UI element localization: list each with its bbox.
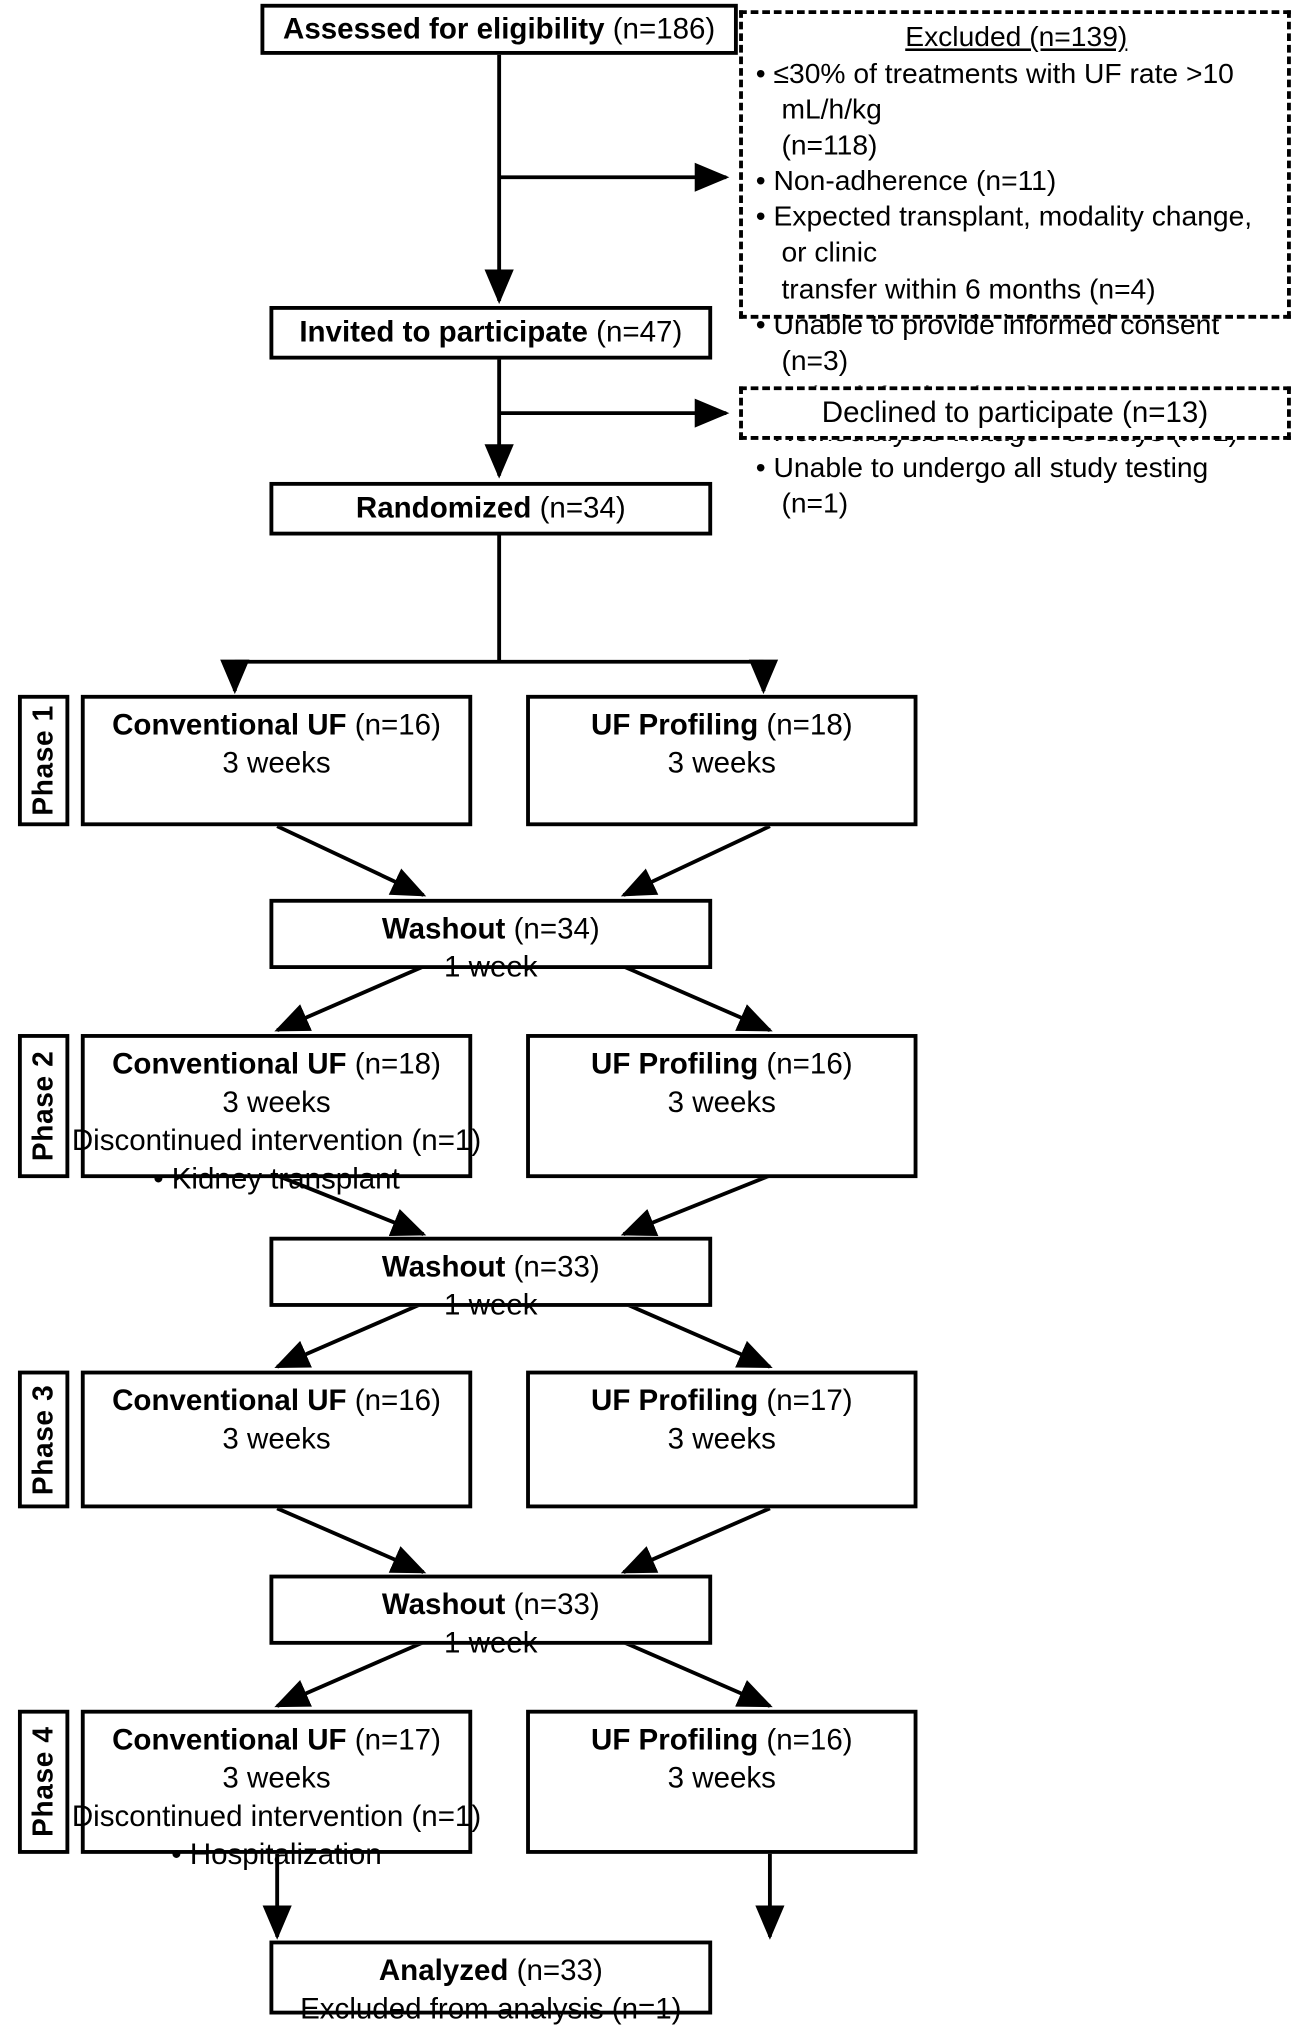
node-washout-3: Washout (n=33) 1 week bbox=[269, 1574, 713, 1659]
node-randomized: Randomized (n=34) bbox=[269, 481, 713, 536]
assessed-count: (n=186) bbox=[612, 11, 716, 45]
randomized-title: Randomized bbox=[355, 490, 532, 525]
phase2-right-duration: 3 weeks bbox=[667, 1084, 776, 1119]
phase1-right-duration: 3 weeks bbox=[667, 745, 776, 779]
node-phase3-conventional-uf: Conventional UF (n=16) 3 weeks bbox=[80, 1370, 473, 1509]
node-phase2-uf-profiling: UF Profiling (n=16) 3 weeks bbox=[526, 1034, 918, 1179]
node-phase4-conventional-uf: Conventional UF (n=17) 3 weeks Discontin… bbox=[72, 1709, 481, 1870]
phase4-left-duration: 3 weeks bbox=[222, 1760, 331, 1794]
node-phase2-conventional-uf: Conventional UF (n=18) 3 weeks Discontin… bbox=[72, 1034, 481, 1194]
node-invited-to-participate: Invited to participate (n=47) bbox=[269, 306, 713, 360]
phase3-right-title: UF Profiling bbox=[590, 1383, 759, 1417]
node-assessed-for-eligibility: Assessed for eligibility (n=186) bbox=[260, 3, 738, 55]
list-item: • ≤30% of treatments with UF rate >10 mL… bbox=[755, 56, 1234, 125]
phase4-right-title: UF Profiling bbox=[590, 1722, 759, 1756]
phase3-left-duration: 3 weeks bbox=[222, 1421, 331, 1455]
washout2-title: Washout bbox=[381, 1249, 506, 1283]
node-washout-1: Washout (n=34) 1 week bbox=[269, 898, 713, 983]
phase3-left-title: Conventional UF bbox=[112, 1383, 347, 1417]
node-washout-2: Washout (n=33) 1 week bbox=[269, 1236, 713, 1321]
phase-1-text: Phase 1 bbox=[26, 705, 60, 816]
invited-title: Invited to participate bbox=[299, 315, 588, 349]
list-item: • Non-adherence (n=11) bbox=[755, 164, 1057, 197]
washout2-count: (n=33) bbox=[513, 1249, 600, 1283]
node-declined-to-participate: Declined to participate (n=13) bbox=[739, 386, 1291, 440]
phase2-right-title: UF Profiling bbox=[590, 1046, 759, 1080]
list-item-continued: (n=118) bbox=[781, 128, 878, 161]
phase4-left-discontinued: Discontinued intervention (n=1) bbox=[71, 1798, 482, 1832]
phase4-left-reason: • Hospitalization bbox=[171, 1836, 382, 1871]
phase-label-4: Phase 4 bbox=[17, 1709, 70, 1854]
analyzed-title: Analyzed bbox=[378, 1953, 509, 1987]
list-item: • Unable to undergo all study testing (n… bbox=[755, 451, 1209, 520]
excluded-reason-list: • ≤30% of treatments with UF rate >10 mL… bbox=[756, 56, 1277, 523]
phase4-right-duration: 3 weeks bbox=[667, 1760, 776, 1794]
phase3-right-count: (n=17) bbox=[766, 1383, 853, 1417]
phase2-left-title: Conventional UF bbox=[112, 1046, 347, 1080]
phase2-left-duration: 3 weeks bbox=[222, 1084, 331, 1119]
washout1-title: Washout bbox=[381, 911, 506, 945]
node-excluded: Excluded (n=139) • ≤30% of treatments wi… bbox=[739, 10, 1291, 520]
phase4-left-title: Conventional UF bbox=[112, 1722, 347, 1756]
phase1-left-count: (n=16) bbox=[354, 707, 441, 741]
analyzed-excluded-line: Excluded from analysis (n=1) bbox=[300, 1991, 682, 2025]
phase1-left-duration: 3 weeks bbox=[222, 745, 331, 779]
phase-label-2: Phase 2 bbox=[17, 1034, 70, 1179]
declined-text: Declined to participate (n=13) bbox=[821, 395, 1209, 429]
phase2-left-discontinued: Discontinued intervention (n=1) bbox=[71, 1122, 482, 1157]
list-item: • Unable to provide informed consent (n=… bbox=[755, 308, 1220, 376]
phase2-right-count: (n=16) bbox=[766, 1046, 853, 1080]
phase1-right-title: UF Profiling bbox=[590, 707, 759, 741]
washout1-duration: 1 week bbox=[444, 949, 538, 983]
washout3-duration: 1 week bbox=[444, 1625, 538, 1659]
phase1-left-title: Conventional UF bbox=[112, 707, 347, 741]
node-phase1-conventional-uf: Conventional UF (n=16) 3 weeks bbox=[80, 694, 473, 827]
washout3-title: Washout bbox=[381, 1587, 506, 1621]
phase-label-1: Phase 1 bbox=[17, 694, 70, 827]
phase4-left-count: (n=17) bbox=[354, 1722, 441, 1756]
phase4-right-count: (n=16) bbox=[766, 1722, 853, 1756]
excluded-header: Excluded (n=139) bbox=[905, 20, 1128, 53]
phase-4-text: Phase 4 bbox=[26, 1726, 60, 1838]
assessed-title: Assessed for eligibility bbox=[283, 11, 605, 45]
list-item: • Expected transplant, modality change, … bbox=[755, 200, 1253, 269]
node-phase4-uf-profiling: UF Profiling (n=16) 3 weeks bbox=[526, 1709, 918, 1854]
node-phase3-uf-profiling: UF Profiling (n=17) 3 weeks bbox=[526, 1370, 918, 1509]
node-phase1-uf-profiling: UF Profiling (n=18) 3 weeks bbox=[526, 694, 918, 827]
washout2-duration: 1 week bbox=[444, 1287, 538, 1321]
phase3-right-duration: 3 weeks bbox=[667, 1421, 776, 1455]
node-analyzed: Analyzed (n=33) Excluded from analysis (… bbox=[269, 1940, 713, 2025]
washout3-count: (n=33) bbox=[513, 1587, 600, 1621]
phase1-right-count: (n=18) bbox=[766, 707, 853, 741]
randomized-count: (n=34) bbox=[539, 490, 626, 525]
phase2-left-count: (n=18) bbox=[354, 1046, 441, 1080]
washout1-count: (n=34) bbox=[513, 911, 600, 945]
phase2-left-reason: • Kidney transplant bbox=[153, 1161, 400, 1195]
analyzed-count: (n=33) bbox=[516, 1953, 603, 1987]
phase-3-text: Phase 3 bbox=[26, 1384, 60, 1495]
list-item-continued: transfer within 6 months (n=4) bbox=[781, 272, 1156, 305]
invited-count: (n=47) bbox=[596, 315, 683, 349]
phase-label-3: Phase 3 bbox=[17, 1370, 70, 1509]
phase-2-text: Phase 2 bbox=[26, 1050, 60, 1162]
phase3-left-count: (n=16) bbox=[354, 1383, 441, 1417]
